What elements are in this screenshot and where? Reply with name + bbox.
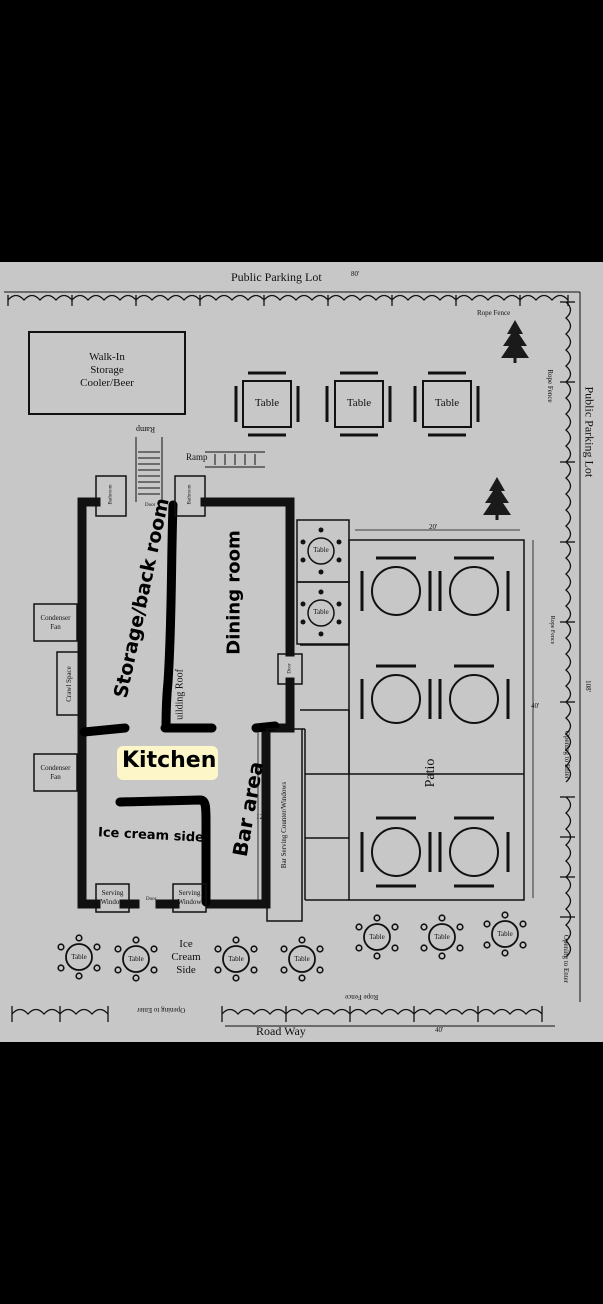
label-dim-20: 20' bbox=[429, 523, 438, 531]
label-dim-12: 12' bbox=[256, 813, 265, 821]
walk-in-storage-label: Walk-In Storage Cooler/Beer bbox=[80, 351, 134, 389]
bottom-table-3: Table bbox=[228, 955, 244, 963]
label-building-roof: uilding Roof bbox=[174, 669, 186, 720]
label-serving-window-left: Serving Window bbox=[100, 889, 125, 906]
label-door-dining: Door bbox=[287, 663, 293, 674]
dining-table-1: Table bbox=[313, 546, 329, 554]
fence-posts-top bbox=[7, 295, 569, 306]
label-bathroom-left: Bathroom bbox=[108, 484, 114, 505]
square-table-3: Table bbox=[434, 397, 460, 409]
label-door-bottom: Door bbox=[146, 897, 157, 902]
square-tables bbox=[234, 371, 480, 437]
right-table-1: Table bbox=[369, 933, 385, 941]
label-opening-bottom: Opening to Enter bbox=[137, 1006, 186, 1014]
patio-structure bbox=[300, 539, 525, 901]
label-dim-108: 108' bbox=[583, 680, 592, 692]
label-public-parking-lot-right: Public Parking Lot bbox=[582, 386, 597, 478]
label-opening-right-1: Opening to Enter bbox=[563, 730, 571, 780]
label-patio: Patio bbox=[423, 758, 438, 788]
label-ramp-top: Ramp bbox=[136, 425, 156, 434]
rope-fence-bottom-right bbox=[221, 1008, 543, 1015]
bottom-table-4: Table bbox=[294, 955, 310, 963]
label-rope-fence-right-upper: Rope Fence bbox=[546, 369, 554, 403]
walk-in-storage: Walk-In Storage Cooler/Beer bbox=[28, 331, 186, 415]
bottom-table-2: Table bbox=[128, 955, 144, 963]
annotation-dining-room: Dining room bbox=[223, 530, 245, 655]
label-dim-40-bottom: 40' bbox=[435, 1026, 444, 1034]
floor-plan: Public Parking Lot 80' Rope Fence Public… bbox=[0, 262, 603, 1042]
dining-table-2: Table bbox=[313, 608, 329, 616]
label-road-way: Road Way bbox=[256, 1024, 306, 1038]
label-bar-serving-counter: Bar Serving Counter/Windows bbox=[280, 781, 288, 869]
label-ice-cream-side: Ice Cream Side bbox=[171, 938, 201, 976]
label-bathroom-right: Bathroom bbox=[187, 484, 193, 505]
label-serving-window-right: Serving Window bbox=[177, 889, 202, 906]
label-crawl-space: Crawl Space bbox=[65, 666, 73, 702]
label-rope-fence-bottom: Rope Fence bbox=[345, 993, 379, 1001]
square-table-1: Table bbox=[254, 397, 280, 409]
rope-fence-top bbox=[7, 294, 569, 301]
label-ramp-side: Ramp bbox=[186, 452, 208, 462]
label-rope-fence-right-mid: Rope Fence bbox=[549, 615, 555, 645]
label-dim-40-right: 40' bbox=[531, 702, 540, 710]
square-table-2: Table bbox=[346, 397, 372, 409]
kitchen-highlight bbox=[117, 746, 218, 780]
label-condenser-fan-2: Condenser Fan bbox=[40, 764, 71, 781]
floor-plan-drawing bbox=[4, 291, 581, 1027]
interior-walls bbox=[79, 500, 280, 907]
label-public-parking-lot-top: Public Parking Lot bbox=[231, 270, 322, 284]
label-condenser-fan-1: Condenser Fan bbox=[40, 614, 71, 631]
label-dim-80: 80' bbox=[351, 270, 360, 278]
label-rope-fence-top: Rope Fence bbox=[477, 309, 511, 317]
label-opening-right-2: Opening to Enter bbox=[562, 934, 570, 984]
bottom-table-1: Table bbox=[71, 953, 87, 961]
label-door-top: Door bbox=[145, 503, 156, 508]
right-table-3: Table bbox=[497, 930, 513, 938]
right-table-2: Table bbox=[434, 933, 450, 941]
annotation-kitchen: Kitchen bbox=[122, 748, 217, 773]
